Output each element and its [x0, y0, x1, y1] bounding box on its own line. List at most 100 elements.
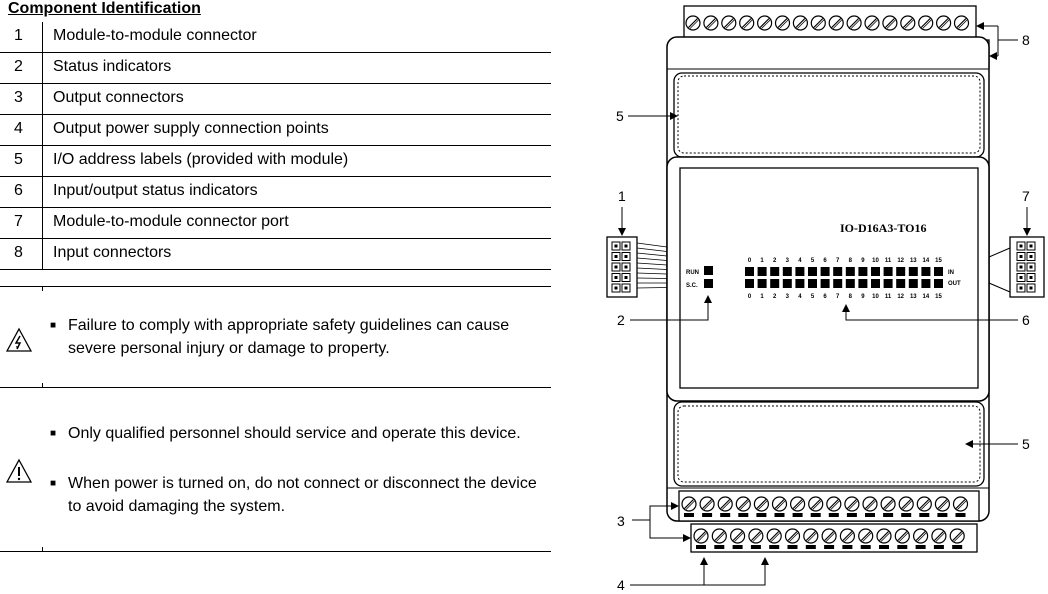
module-connector-port-right [988, 236, 1045, 298]
channel-number-bottom: 1 [760, 294, 764, 300]
channel-number-top: 1 [760, 258, 764, 264]
terminal-screw [717, 496, 733, 517]
channel-number-bottom: 13 [910, 294, 917, 300]
component-label: Status indicators [53, 58, 172, 75]
channel-number-top: 4 [798, 258, 802, 264]
channel-number-bottom: 5 [811, 294, 815, 300]
terminal-screw [774, 15, 791, 31]
terminal-screw [898, 496, 914, 517]
channel-number-bottom: 10 [872, 294, 879, 300]
output-led [820, 279, 830, 288]
terminal-screw [839, 528, 855, 549]
terminal-screw [828, 15, 844, 31]
caution-triangle-icon [6, 458, 32, 483]
section-heading: Component Identification [8, 0, 201, 17]
address-label-lower [673, 401, 985, 487]
input-led [896, 267, 906, 276]
output-led [858, 279, 868, 288]
component-label: Output power supply connection points [53, 120, 329, 137]
output-led [883, 279, 893, 288]
input-led [833, 267, 843, 276]
terminal-screw [730, 528, 746, 549]
terminal-screw [934, 496, 950, 517]
input-led [921, 267, 931, 276]
terminal-screw [949, 528, 965, 549]
channel-number-top: 7 [836, 258, 840, 264]
component-number: 7 [14, 213, 23, 230]
callout-8: 8 [1022, 32, 1030, 48]
terminal-screw [882, 15, 898, 31]
channel-number-bottom: 7 [836, 294, 840, 300]
terminal-screw [703, 15, 719, 31]
terminal-screw [711, 528, 727, 549]
out-label: OUT [948, 281, 961, 287]
output-led [808, 279, 817, 288]
warning-text: When power is turned on, do not connect … [68, 475, 537, 515]
input-led [795, 267, 805, 276]
component-number: 5 [14, 151, 23, 168]
output-led [770, 279, 780, 288]
input-led [820, 267, 830, 276]
component-label: Module-to-module connector [53, 27, 257, 44]
callout-2: 2 [617, 312, 625, 328]
channel-number-bottom: 6 [823, 294, 827, 300]
channel-number-bottom: 2 [773, 294, 777, 300]
output-led [896, 279, 906, 288]
terminal-screw [876, 528, 892, 549]
component-number: 8 [14, 244, 23, 261]
output-connector-lower [690, 523, 978, 553]
module-diagram: IO-D16A3-TO16 RUN S.C. 00112233445566778… [606, 5, 1045, 593]
output-led [757, 279, 767, 288]
input-led [808, 267, 817, 276]
channel-number-top: 15 [935, 258, 942, 264]
in-label: IN [948, 270, 954, 276]
channel-number-bottom: 3 [786, 294, 790, 300]
terminal-screw [784, 528, 801, 549]
divider [0, 387, 551, 388]
run-label: RUN [686, 270, 699, 276]
channel-number-top: 6 [823, 258, 827, 264]
terminal-screw [953, 15, 970, 31]
callout-7: 7 [1022, 188, 1030, 204]
component-row: 3 Output connectors [0, 84, 551, 115]
terminal-screw [748, 528, 764, 549]
input-led [883, 267, 893, 276]
callout-1: 1 [618, 188, 626, 204]
terminal-screw [918, 15, 934, 31]
terminal-screw [936, 15, 952, 31]
terminal-screw [735, 496, 751, 517]
callout-5-upper: 5 [616, 108, 624, 124]
callout-5-lower: 5 [1022, 436, 1030, 452]
terminal-screw [900, 15, 916, 31]
output-led [795, 279, 805, 288]
component-label: Output connectors [53, 89, 184, 106]
run-indicator [704, 266, 713, 275]
terminal-screw [792, 15, 808, 31]
terminal-screw [880, 496, 896, 517]
input-led [934, 267, 943, 276]
warning-text: Failure to comply with appropriate safet… [68, 317, 510, 357]
divider [0, 286, 551, 287]
output-led [845, 279, 855, 288]
terminal-screw [810, 15, 826, 31]
output-led [833, 279, 843, 288]
terminal-screw [721, 15, 737, 31]
input-led [871, 267, 880, 276]
component-label: Input connectors [53, 244, 172, 261]
component-number: 3 [14, 89, 23, 106]
channel-number-bottom: 15 [935, 294, 942, 300]
terminal-screw [916, 496, 932, 517]
component-number: 6 [14, 182, 23, 199]
channel-number-bottom: 8 [849, 294, 853, 300]
component-number: 4 [14, 120, 23, 137]
terminal-screw [821, 528, 837, 549]
channel-number-top: 10 [872, 258, 879, 264]
input-led [845, 267, 855, 276]
channel-number-top: 9 [861, 258, 865, 264]
terminal-screw [826, 496, 842, 517]
terminal-screw [858, 528, 874, 549]
channel-number-bottom: 0 [748, 294, 752, 300]
input-led [782, 267, 792, 276]
